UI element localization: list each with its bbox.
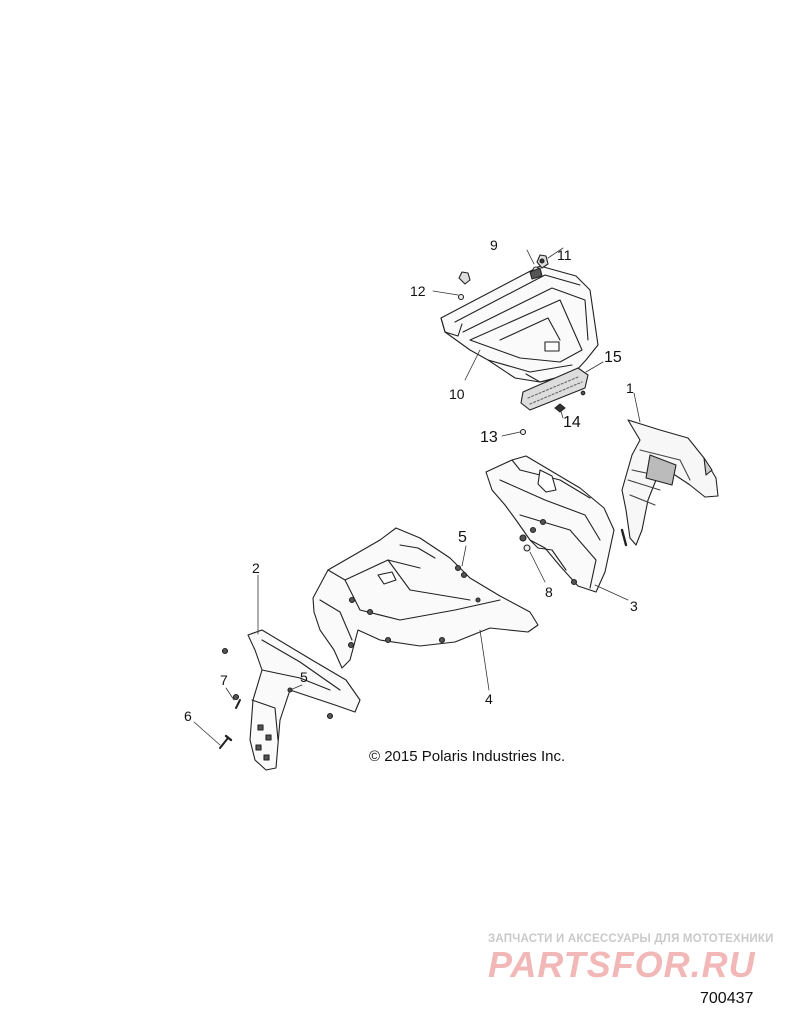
callout-15: 15: [604, 349, 622, 366]
part-3-rear-fender: [485, 455, 615, 593]
callout-9: 9: [490, 237, 498, 253]
drawing-number: 700437: [700, 990, 754, 1007]
callout-3: 3: [630, 598, 638, 614]
callout-6: 6: [184, 708, 192, 724]
part-15-seal: [520, 367, 589, 411]
copyright-notice: © 2015 Polaris Industries Inc.: [369, 748, 566, 765]
part-12-fastener: [457, 271, 471, 301]
part-14-clip: [554, 390, 586, 413]
part-10-rear-rack: [440, 265, 599, 383]
callout-7: 7: [220, 672, 228, 688]
leader-lines: [193, 247, 641, 746]
callout-4: 4: [485, 691, 493, 707]
callout-5-lower: 5: [300, 669, 308, 685]
part-11-fastener: [536, 254, 549, 269]
part-5-fastener-upper: [454, 564, 468, 579]
part-2-front-guard: [247, 629, 361, 771]
watermark-logo: PARTSFOR.RU: [488, 944, 756, 985]
callout-1: 1: [626, 380, 634, 396]
callout-12: 12: [410, 283, 426, 299]
callout-10: 10: [449, 386, 465, 402]
callout-2: 2: [252, 560, 260, 576]
part-4-center-fender: [312, 527, 539, 669]
callout-14: 14: [563, 414, 581, 431]
callout-8: 8: [545, 584, 553, 600]
callout-11: 11: [557, 247, 572, 263]
callout-5-upper: 5: [458, 529, 467, 546]
part-9-nut: [529, 266, 543, 280]
part-13-screw: [519, 428, 527, 436]
part-7-bolt: [221, 647, 241, 709]
part-6-bolt: [219, 734, 233, 749]
watermark-subtitle: ЗАПЧАСТИ И АКСЕССУАРЫ ДЛЯ МОТОТЕХНИКИ: [488, 933, 774, 945]
part-8-fastener: [523, 544, 531, 552]
part-1-side-panel: [620, 419, 719, 547]
callout-13: 13: [480, 429, 498, 446]
